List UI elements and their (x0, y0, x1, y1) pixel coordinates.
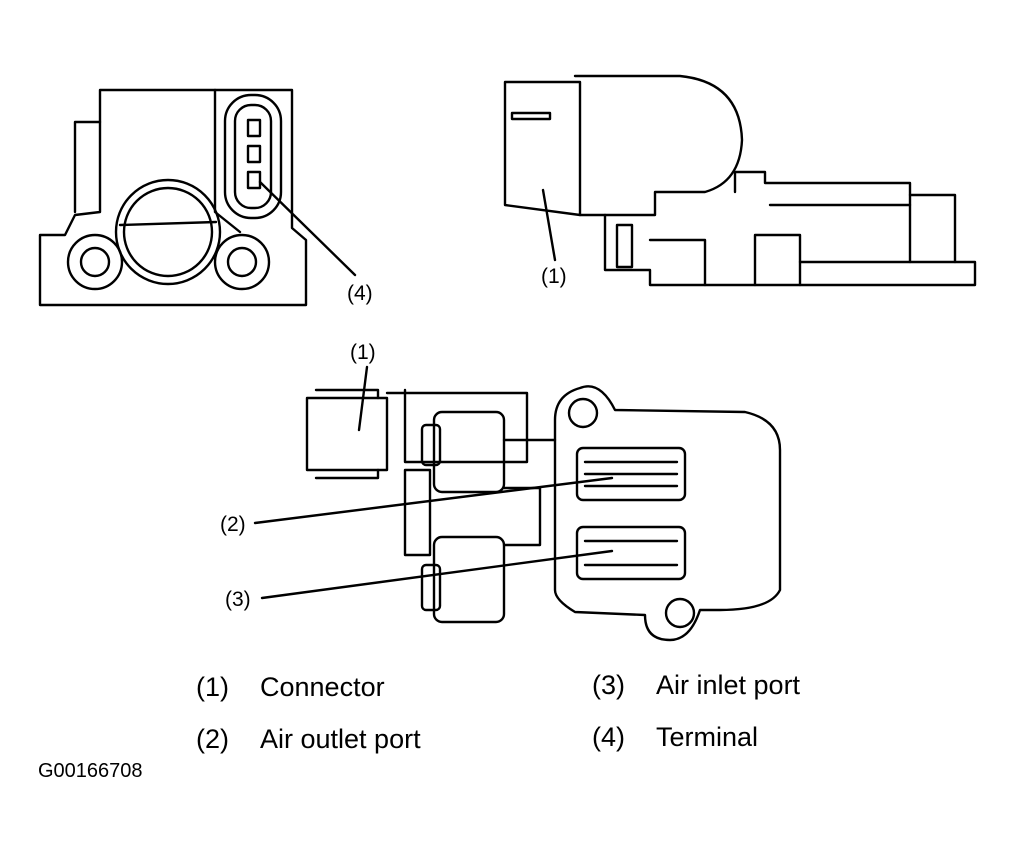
connector-side (503, 80, 582, 217)
valve-stack (403, 468, 432, 557)
legend-num-4: (4) (592, 722, 625, 752)
port-bore (114, 178, 222, 286)
valve-body-outline (38, 88, 308, 307)
bottom-view (253, 365, 782, 642)
leader-inlet (260, 549, 614, 600)
connector-body (305, 396, 389, 472)
outlet-port (575, 446, 687, 502)
side-rail (648, 238, 707, 287)
port-block-upper (432, 410, 506, 494)
port-bore-inner (122, 186, 214, 278)
legend-num-1: (1) (196, 672, 229, 702)
body-step-line (73, 120, 102, 214)
bolt-left-inner (79, 246, 111, 278)
connector-housing-inner (233, 103, 273, 210)
callout-inlet: (3) (225, 588, 251, 611)
connector-lip (314, 388, 380, 400)
top-right-view (503, 74, 977, 287)
leader-connector-bottom (357, 365, 369, 432)
callout-connector-top-right: (1) (541, 265, 567, 288)
leader-connector-top-right (541, 188, 557, 262)
leader-outlet (253, 476, 614, 525)
side-block (753, 233, 802, 287)
callout-terminal-top-left: (4) (347, 282, 373, 305)
legend-num-3: (3) (592, 670, 625, 700)
mounting-flange (553, 385, 782, 642)
connector-lip-bottom (314, 468, 380, 480)
connector-latch (510, 111, 552, 121)
flange-hole-top (567, 397, 599, 429)
leader-terminal (258, 180, 357, 277)
side-body (603, 170, 977, 287)
callout-connector-bottom: (1) (350, 341, 376, 364)
bore-line (118, 220, 218, 227)
legend-label-connector: Connector (260, 672, 385, 702)
port-block-lower (432, 535, 506, 624)
legend-label-terminal: Terminal (656, 722, 759, 752)
legend-num-2: (2) (196, 724, 229, 754)
flange-hole-bottom (664, 597, 696, 629)
port-block-cap-lower (420, 563, 442, 612)
bolt-left (66, 233, 124, 291)
connector-housing (223, 93, 283, 220)
housing-upper (385, 388, 529, 464)
callout-outlet: (2) (220, 513, 246, 536)
legend-label-air-outlet-port: Air outlet port (260, 724, 421, 754)
body-middle (502, 438, 557, 547)
terminal-pin-2 (246, 144, 262, 164)
port-block-cap-upper (420, 423, 442, 467)
bolt-right (213, 233, 271, 291)
figure-code: G00166708 (38, 760, 143, 782)
side-pad (615, 223, 634, 269)
legend-label-air-inlet-port: Air inlet port (656, 670, 801, 700)
inlet-port (575, 525, 687, 581)
terminal-pin-1 (246, 118, 262, 138)
connector-hood (573, 74, 744, 217)
terminal-pin-3 (246, 170, 262, 190)
bolt-right-inner (226, 246, 258, 278)
top-left-view (38, 88, 357, 307)
